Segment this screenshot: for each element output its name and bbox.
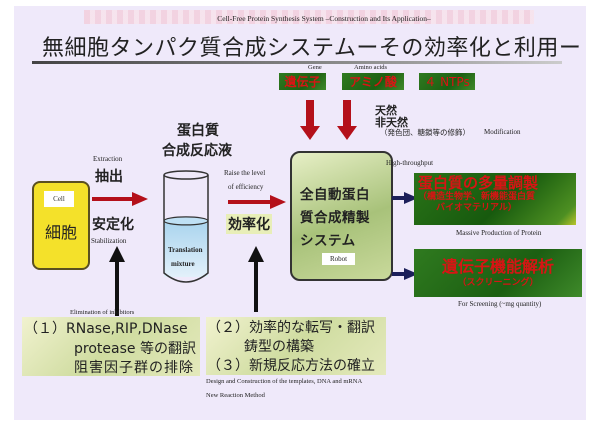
mixture-label-line1: Translation	[168, 246, 203, 254]
page-title: 無細胞タンパク質合成システムーその効率化と利用ー	[42, 36, 582, 61]
modification-jp: （発色団、糖鎖等の修飾）	[380, 128, 470, 137]
down-arrow-gene	[300, 100, 320, 140]
title-underline	[32, 61, 562, 64]
screening-box: 遺伝子機能解析 （スクリーニング）	[414, 249, 582, 297]
templates-caption2: New Reaction Method	[206, 392, 265, 399]
inhibitors-line3: 阻害因子群の排除	[74, 360, 194, 376]
natural-label: 天然	[375, 104, 397, 117]
production-caption: Massive Production of Protein	[456, 229, 542, 237]
efficiency-en-line1: Raise the level	[224, 169, 266, 177]
gene-box: 遺伝子	[279, 73, 326, 90]
mixture-title-line2: 合成反応液	[162, 143, 232, 159]
cell-box: Cell 細胞	[32, 181, 90, 270]
stabilization-jp: 安定化	[92, 217, 134, 233]
modification-en: Modification	[484, 128, 521, 136]
production-line3: バイオマテリアル）	[436, 203, 517, 213]
cell-label-jp: 細胞	[44, 223, 77, 242]
robot-line1: 全自動蛋白	[300, 187, 370, 203]
right-arrow-efficiency	[228, 195, 286, 209]
stabilization-en: Stabilization	[91, 237, 127, 245]
robot-line2: 質合成精製	[300, 210, 370, 226]
templates-line3: （３）新規反応方法の確立	[207, 358, 375, 374]
extraction-en: Extraction	[93, 155, 123, 163]
mixture-liquid	[164, 220, 208, 277]
robot-label: Robot	[322, 253, 356, 265]
mixture-title-line1: 蛋白質	[177, 123, 219, 139]
slide: Cell-Free Protein Synthesis System –Cons…	[14, 6, 586, 420]
gene-label: Gene	[308, 64, 322, 71]
amino-acids-label: Amino acids	[354, 64, 388, 71]
cell-label-en: Cell	[44, 191, 74, 207]
right-arrow-extraction	[92, 192, 148, 206]
inhibitors-line2: protease 等の翻訳	[74, 341, 196, 357]
templates-caption1: Design and Construction of the templates…	[206, 378, 363, 385]
mixture-label-line2: mixture	[171, 260, 195, 268]
inhibitors-box: （１）RNase,RIP,DNase protease 等の翻訳 阻害因子群の排…	[22, 317, 200, 376]
screening-line2: （スクリーニング）	[457, 278, 539, 288]
inhibitors-caption: Elimination of inhibitors	[70, 309, 135, 316]
unnatural-label: 非天然	[375, 116, 408, 129]
templates-line2: 鋳型の構築	[244, 339, 314, 355]
right-arrow-screening	[392, 268, 418, 280]
production-line1: 蛋白質の多量調製	[418, 174, 539, 192]
robot-system-box: 全自動蛋白 質合成精製 システム Robot	[290, 151, 393, 281]
test-tube	[163, 170, 209, 283]
robot-line3: システム	[300, 233, 356, 249]
templates-box: （２）効率的な転写・翻訳 鋳型の構築 （３）新規反応方法の確立	[206, 317, 386, 375]
down-arrow-amino	[337, 100, 357, 140]
production-line2: （構造生物学、新機能蛋白質	[418, 192, 536, 202]
efficiency-en-line2: of efficiency	[228, 183, 264, 191]
production-box: 蛋白質の多量調製 （構造生物学、新機能蛋白質 バイオマテリアル）	[414, 173, 576, 225]
up-arrow-efficiency	[248, 246, 264, 312]
subtitle: Cell-Free Protein Synthesis System –Cons…	[217, 14, 431, 23]
inhibitors-line1: （１）RNase,RIP,DNase	[24, 321, 188, 337]
screening-caption: For Screening (~mg quantity)	[458, 300, 542, 308]
up-arrow-inhibitors	[109, 246, 125, 316]
right-arrow-production	[392, 192, 418, 204]
high-throughput-label: High-throughput	[386, 159, 434, 167]
amino-acids-box: アミノ酸	[342, 73, 404, 90]
screening-line1: 遺伝子機能解析	[441, 257, 554, 276]
ntps-box: ４ NTPs	[419, 73, 475, 90]
extraction-jp: 抽出	[95, 169, 123, 185]
efficiency-jp: 効率化	[226, 214, 272, 234]
stamp-watermark	[84, 10, 534, 24]
templates-line1: （２）効率的な転写・翻訳	[207, 320, 375, 336]
